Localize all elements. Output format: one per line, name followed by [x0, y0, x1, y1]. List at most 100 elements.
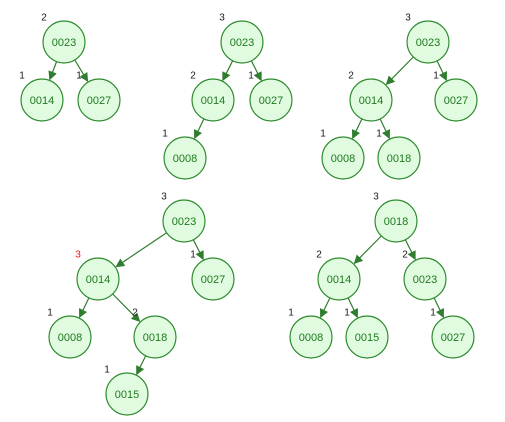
node-key-label: 0023	[52, 37, 76, 49]
tree-node: 0014 2	[348, 71, 393, 122]
node-circle	[20, 78, 64, 122]
tree-edge	[433, 297, 444, 319]
node-key-label: 0023	[416, 37, 440, 49]
node-key-label: 0018	[384, 216, 408, 228]
node-circle	[191, 257, 235, 301]
node-key-label: 0027	[201, 274, 225, 286]
node-height-label: 2	[132, 308, 138, 319]
node-key-label: 0015	[115, 389, 139, 401]
tree-edge	[436, 60, 447, 82]
node-circle	[349, 78, 393, 122]
tree-node: 0015 1	[104, 365, 149, 416]
tree-edge	[353, 235, 382, 265]
edges-layer	[48, 56, 447, 376]
tree-node: 0014 1	[19, 71, 64, 122]
node-height-label: 1	[76, 71, 82, 82]
node-circle	[249, 78, 293, 122]
node-height-label: 1	[248, 71, 254, 82]
node-key-label: 0008	[58, 332, 82, 344]
node-circle	[77, 78, 121, 122]
node-circle	[191, 78, 235, 122]
node-height-label: 2	[41, 13, 47, 24]
node-key-label: 0008	[331, 153, 355, 165]
node-key-label: 0023	[172, 216, 196, 228]
node-key-label: 0008	[299, 332, 323, 344]
tree-edge	[112, 293, 141, 323]
node-height-label: 1	[19, 71, 25, 82]
nodes-layer: 0023200141002710023300142002710008100233…	[19, 13, 478, 416]
node-key-label: 0023	[230, 37, 254, 49]
node-circle	[374, 199, 418, 243]
tree-node: 0018 2	[132, 308, 177, 359]
node-key-label: 0027	[444, 95, 468, 107]
node-circle	[105, 372, 149, 416]
node-circle	[345, 315, 389, 359]
node-height-label: 3	[219, 13, 225, 24]
node-height-label: 1	[288, 308, 294, 319]
node-key-label: 0008	[173, 153, 197, 165]
tree-edge	[347, 297, 358, 319]
node-key-label: 0027	[87, 95, 111, 107]
tree-node: 0023 3	[405, 13, 450, 64]
node-height-label: 2	[348, 71, 354, 82]
node-circle	[289, 315, 333, 359]
tree-edge	[194, 118, 205, 140]
tree-edge	[379, 118, 390, 140]
tree-node: 0018 3	[373, 192, 418, 243]
tree-edge	[79, 297, 90, 319]
tree-edge	[136, 355, 147, 376]
tree-edge	[385, 56, 414, 86]
tree-node: 0008 1	[288, 308, 333, 359]
node-key-label: 0023	[413, 274, 437, 286]
tree-edge	[192, 239, 204, 261]
node-key-label: 0014	[201, 95, 225, 107]
tree-edge	[404, 239, 416, 261]
tree-edge	[320, 297, 331, 319]
node-circle	[403, 257, 447, 301]
node-key-label: 0018	[143, 332, 167, 344]
node-height-label-unbalanced: 3	[75, 250, 81, 261]
tree-edge	[222, 60, 234, 82]
node-height-label: 1	[433, 71, 439, 82]
node-circle	[220, 20, 264, 64]
node-circle	[133, 315, 177, 359]
node-height-label: 3	[405, 13, 411, 24]
tree-node: 0027 1	[248, 71, 293, 122]
node-height-label: 3	[161, 192, 167, 203]
tree-node: 0008 1	[47, 308, 92, 359]
node-key-label: 0027	[441, 332, 465, 344]
node-height-label: 3	[373, 192, 379, 203]
node-height-label: 2	[316, 250, 322, 261]
node-circle	[434, 78, 478, 122]
node-circle	[48, 315, 92, 359]
node-circle	[162, 199, 206, 243]
tree-node: 0027 1	[190, 250, 235, 301]
node-circle	[431, 315, 475, 359]
node-key-label: 0027	[259, 95, 283, 107]
node-height-label: 1	[190, 250, 196, 261]
node-key-label: 0014	[359, 95, 383, 107]
node-height-label: 2	[402, 250, 408, 261]
tree-node: 0027 1	[76, 71, 121, 122]
node-circle	[377, 136, 421, 180]
tree-node: 0023 3	[219, 13, 264, 64]
node-key-label: 0014	[30, 95, 54, 107]
tree-node: 0014 3	[75, 250, 120, 301]
node-key-label: 0015	[355, 332, 379, 344]
node-circle	[76, 257, 120, 301]
node-height-label: 1	[47, 308, 53, 319]
tree-node: 0014 2	[316, 250, 361, 301]
node-key-label: 0014	[327, 274, 351, 286]
tree-node: 0023 2	[41, 13, 86, 64]
tree-edge	[115, 232, 167, 268]
node-height-label: 1	[104, 365, 110, 376]
tree-edge	[74, 59, 89, 83]
node-key-label: 0014	[86, 274, 110, 286]
tree-node: 0023 2	[402, 250, 447, 301]
